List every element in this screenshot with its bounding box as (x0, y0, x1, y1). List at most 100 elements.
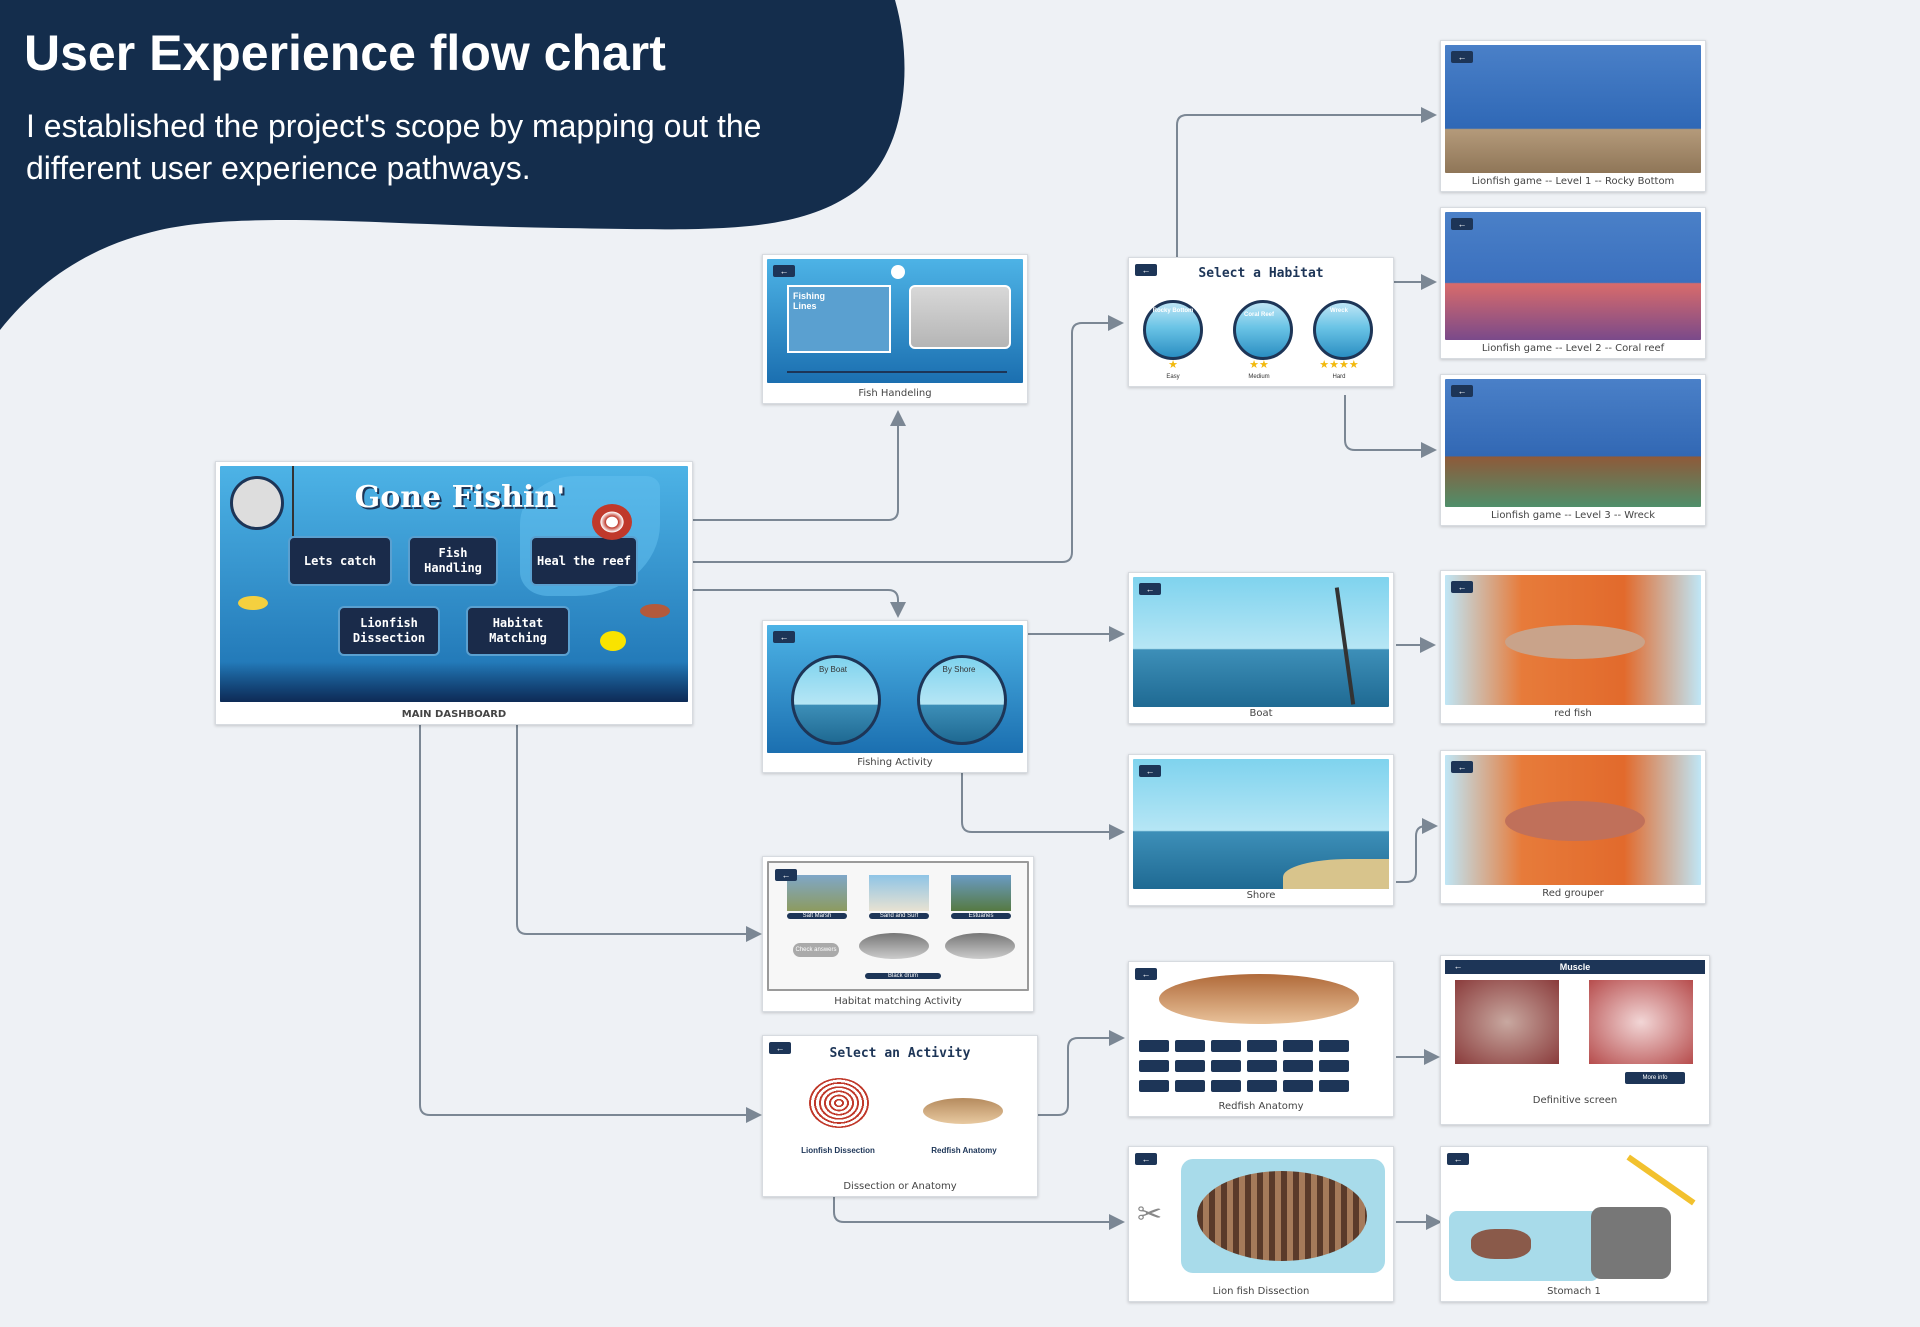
lionfish-level3-screen: ← (1445, 379, 1701, 507)
lionfish-dissection-option-label[interactable]: Lionfish Dissection (801, 1146, 875, 1155)
anatomy-button-grid[interactable] (1139, 1040, 1385, 1096)
main-dashboard-caption: MAIN DASHBOARD (401, 709, 507, 720)
lionfish-level3-caption: Lionfish game -- Level 3 -- Wreck (1490, 510, 1656, 521)
red-fish-screen: ← (1445, 575, 1701, 705)
sand-and-surf-photo[interactable] (869, 875, 929, 911)
habitat-coral-reef-option[interactable] (1233, 300, 1293, 360)
fishing-lines-label: Fishing Lines (793, 291, 825, 311)
habitat-wreck-option[interactable] (1313, 300, 1373, 360)
check-answers-button[interactable]: Check answers (793, 943, 839, 957)
lionfish-illustration[interactable] (809, 1078, 869, 1128)
habitat-coral-reef-difficulty: Medium (1248, 374, 1270, 380)
lionfish-level2-screen: ← (1445, 212, 1701, 340)
habitat-wreck-stars: ★★★★ (1319, 359, 1359, 371)
salt-marsh-photo[interactable] (787, 875, 847, 911)
fish-handeling-card[interactable]: ← Fishing Lines Fish Handeling (762, 254, 1028, 404)
back-arrow-icon[interactable]: ← (769, 1042, 791, 1054)
red-fish-card[interactable]: ← red fish (1440, 570, 1706, 724)
fish-handling-button[interactable]: Fish Handling (408, 536, 498, 586)
back-arrow-icon[interactable]: ← (1139, 765, 1161, 777)
page-title: User Experience flow chart (24, 25, 666, 81)
boat-card[interactable]: ← Boat (1128, 572, 1394, 724)
habitat-rocky-bottom-option[interactable] (1143, 300, 1203, 360)
lionfish-dissection-card[interactable]: ← ✂ Lion fish Dissection (1128, 1146, 1394, 1302)
habitat-matching-card[interactable]: ← Salt Marsh Sand and Surf Estuaries Che… (762, 856, 1034, 1012)
redfish-anatomy-card[interactable]: ← Redfish Anatomy (1128, 961, 1394, 1117)
red-grouper-card[interactable]: ← Red grouper (1440, 750, 1706, 904)
shore-card[interactable]: ← Shore (1128, 754, 1394, 906)
heal-the-reef-button[interactable]: Heal the reef (530, 536, 638, 586)
stomach-card[interactable]: ← Stomach 1 (1440, 1146, 1708, 1302)
back-arrow-icon[interactable]: ← (1451, 581, 1473, 593)
fish-handeling-caption: Fish Handeling (858, 388, 932, 399)
red-grouper-screen: ← (1445, 755, 1701, 885)
lionfish-dissection-button[interactable]: Lionfish Dissection (338, 606, 440, 656)
yellow-tang-illustration (600, 631, 626, 651)
fishing-lines-card[interactable]: Fishing Lines (787, 285, 891, 353)
definitive-screen-card[interactable]: Muscle ← More info Definitive screen (1440, 955, 1710, 1125)
back-arrow-icon[interactable]: ← (1447, 960, 1469, 972)
lionfish-level1-card[interactable]: ← Lionfish game -- Level 1 -- Rocky Bott… (1440, 40, 1706, 192)
habitat-coral-reef-label: Coral Reef (1243, 312, 1274, 318)
speaker-icon[interactable] (891, 265, 905, 279)
sand-shore-shape (1283, 859, 1389, 889)
back-arrow-icon[interactable]: ← (1447, 1153, 1469, 1165)
redfish-anatomy-illustration (1159, 974, 1359, 1024)
habitat-wreck-difficulty: Hard (1332, 374, 1346, 380)
back-arrow-icon[interactable]: ← (775, 869, 797, 881)
main-dashboard-screen: Gone Fishin' Lets catch Fish Handling He… (220, 466, 688, 702)
back-arrow-icon[interactable]: ← (1135, 1153, 1157, 1165)
by-boat-option[interactable] (791, 655, 881, 745)
redfish-held-illustration (1505, 625, 1645, 659)
hands-holding-fish-photo (909, 285, 1011, 349)
muscle-title-bar (1445, 960, 1705, 974)
habitat-select-card[interactable]: ← Select a Habitat Rocky Bottom ★ Easy C… (1128, 257, 1394, 387)
estuaries-photo[interactable] (951, 875, 1011, 911)
muscle-photo-2 (1589, 980, 1693, 1064)
by-shore-option[interactable] (917, 655, 1007, 745)
lionfish-level2-caption: Lionfish game -- Level 2 -- Coral reef (1481, 343, 1665, 354)
lionfish-level2-card[interactable]: ← Lionfish game -- Level 2 -- Coral reef (1440, 207, 1706, 359)
yellow-fish-illustration (238, 596, 268, 610)
habitat-select-title: Select a Habitat (1198, 266, 1324, 281)
connector-habitat-to-level3 (1344, 395, 1437, 458)
more-info-button[interactable]: More info (1625, 1072, 1685, 1084)
fishing-activity-card[interactable]: ← By Boat By Shore Fishing Activity (762, 620, 1028, 773)
lionfish-specimen (1197, 1171, 1367, 1261)
logo-seal (230, 476, 284, 530)
muscle-title: Muscle (1559, 962, 1591, 972)
habitat-matching-button[interactable]: Habitat Matching (466, 606, 570, 656)
lionfish-illustration (592, 504, 632, 540)
red-grouper-held-illustration (1505, 801, 1645, 841)
habitat-coral-reef-stars: ★★ (1249, 359, 1269, 371)
back-arrow-icon[interactable]: ← (1135, 264, 1157, 276)
black-drum-fish-2 (945, 933, 1015, 959)
redfish-anatomy-caption: Redfish Anatomy (1218, 1101, 1304, 1112)
redfish-anatomy-option-label[interactable]: Redfish Anatomy (931, 1146, 997, 1155)
red-fish-caption: red fish (1554, 708, 1592, 719)
back-arrow-icon[interactable]: ← (1451, 761, 1473, 773)
back-arrow-icon[interactable]: ← (1139, 583, 1161, 595)
lets-catch-button[interactable]: Lets catch (288, 536, 392, 586)
back-arrow-icon[interactable]: ← (773, 265, 795, 277)
shore-screen: ← (1133, 759, 1389, 889)
page-subtitle: I established the project's scope by map… (26, 108, 762, 186)
scissors-icon[interactable]: ✂ (1137, 1198, 1163, 1231)
back-arrow-icon[interactable]: ← (1451, 385, 1473, 397)
estuaries-label: Estuaries (951, 913, 1011, 919)
definitive-screen-caption: Definitive screen (1532, 1095, 1618, 1106)
habitat-wreck-label: Wreck (1330, 308, 1348, 314)
back-arrow-icon[interactable]: ← (1451, 51, 1473, 63)
boat-screen: ← (1133, 577, 1389, 707)
fishing-activity-caption: Fishing Activity (857, 757, 933, 768)
main-dashboard-card[interactable]: Gone Fishin' Lets catch Fish Handling He… (215, 461, 693, 725)
stomach-caption: Stomach 1 (1547, 1286, 1601, 1297)
habitat-rocky-bottom-difficulty: Easy (1166, 374, 1180, 380)
back-arrow-icon[interactable]: ← (1135, 968, 1157, 980)
back-arrow-icon[interactable]: ← (1451, 218, 1473, 230)
black-drum-fish-1 (859, 933, 929, 959)
dissection-select-card[interactable]: ← Select an Activity Lionfish Dissection… (762, 1035, 1038, 1197)
lionfish-level3-card[interactable]: ← Lionfish game -- Level 3 -- Wreck (1440, 374, 1706, 526)
redfish-illustration[interactable] (923, 1098, 1003, 1124)
back-arrow-icon[interactable]: ← (773, 631, 795, 643)
